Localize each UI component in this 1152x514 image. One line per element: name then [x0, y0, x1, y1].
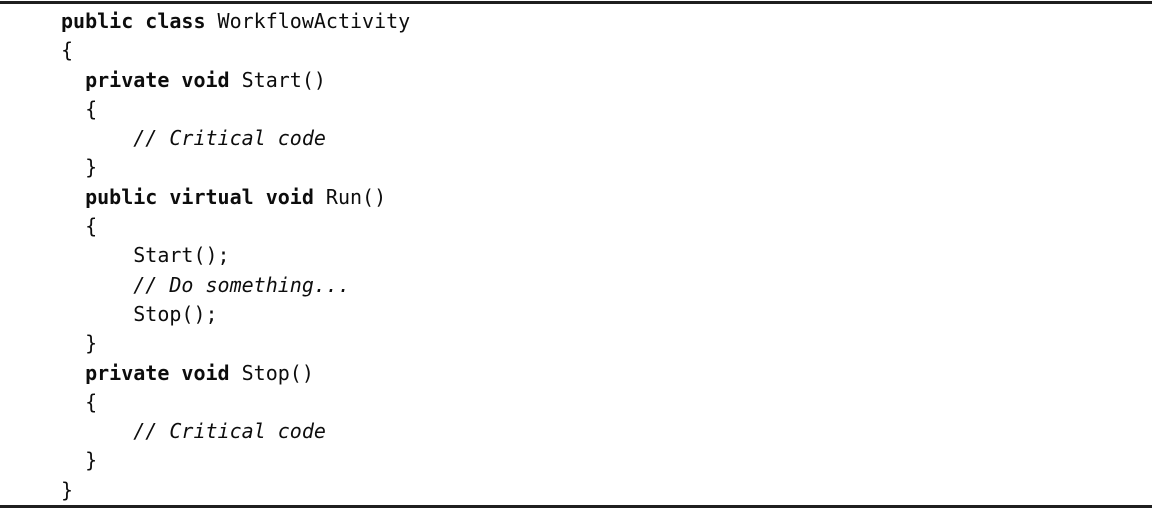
code-text: { [61, 389, 98, 414]
code-comment: // Do something... [61, 272, 350, 297]
code-text [61, 68, 85, 92]
code-line: Start(); [61, 241, 410, 270]
code-line: public class WorkflowActivity [61, 7, 410, 36]
code-line: // Do something... [61, 271, 410, 300]
code-line: private void Start() [61, 66, 410, 95]
code-line: { [61, 212, 410, 241]
code-line: { [61, 36, 410, 65]
top-rule [0, 1, 1152, 4]
code-line: } [61, 446, 410, 475]
code-keyword: private void [85, 360, 230, 385]
code-line: private void Stop() [61, 359, 410, 388]
bottom-rule [0, 505, 1152, 508]
code-keyword: public class [61, 9, 206, 33]
code-listing: public class WorkflowActivity{ private v… [0, 4, 410, 505]
code-text: { [61, 214, 98, 239]
code-comment: // Critical code [61, 419, 326, 444]
code-text: } [61, 448, 98, 473]
code-text [61, 185, 85, 209]
code-text: } [61, 331, 98, 356]
code-text: Start(); [61, 243, 230, 268]
code-line: } [61, 329, 410, 358]
code-text: Start() [229, 67, 326, 92]
code-line: // Critical code [61, 417, 410, 446]
code-text [61, 361, 85, 385]
code-text: Run() [313, 184, 387, 209]
code-line: } [61, 153, 410, 182]
code-line: { [61, 95, 410, 124]
code-keyword: public virtual void [85, 184, 314, 209]
code-text: Stop(); [61, 301, 218, 326]
code-line: Stop(); [61, 300, 410, 329]
code-line: public virtual void Run() [61, 183, 410, 212]
code-text: { [61, 96, 98, 121]
code-line: // Critical code [61, 124, 410, 153]
code-line: { [61, 388, 410, 417]
code-keyword: private void [85, 67, 230, 92]
code-text: { [61, 38, 74, 63]
code-text: WorkflowActivity [205, 9, 411, 33]
code-text: } [61, 477, 74, 502]
code-text: } [61, 155, 98, 180]
code-line: } [61, 476, 410, 505]
code-text: Stop() [229, 360, 314, 385]
code-comment: // Critical code [61, 126, 326, 151]
